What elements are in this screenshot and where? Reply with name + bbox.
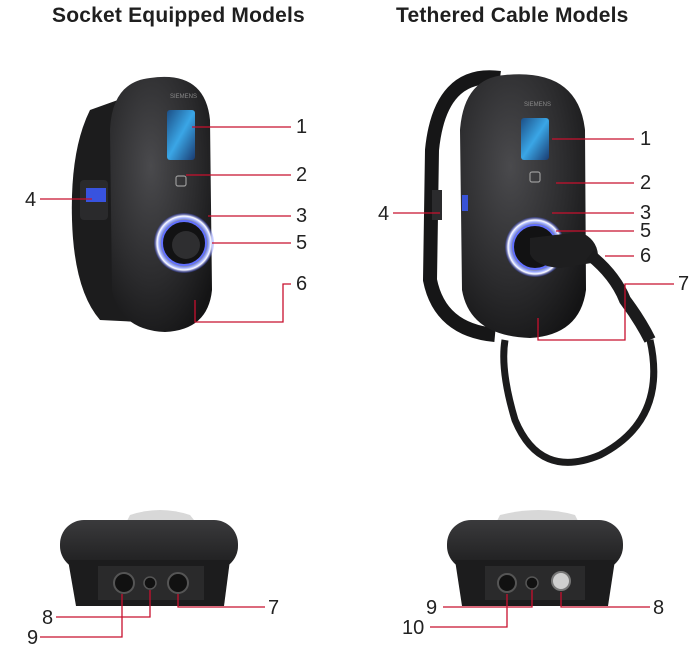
socket-front-leaders: [40, 126, 291, 323]
tethered-charger-bottom: [447, 510, 623, 606]
callout-3: 3: [640, 202, 651, 224]
callout-2: 2: [296, 164, 307, 186]
tethered-front-numbers: 1 2 3 5 4 6 7: [378, 128, 689, 295]
tethered-bottom-numbers: 9 10 8: [402, 597, 664, 639]
callout-4: 4: [25, 189, 36, 211]
callout-2: 2: [640, 172, 651, 194]
brand-logo: SIEMENS: [170, 94, 197, 100]
connector-plug: [530, 232, 599, 268]
side-panel: [432, 190, 442, 220]
callout-5: 5: [296, 232, 307, 254]
callout-7: 7: [268, 597, 279, 619]
cable-entry-center: [525, 576, 539, 590]
socket-models-title: Socket Equipped Models: [52, 4, 305, 27]
rfid-card-icon: [175, 175, 187, 187]
callout-3: 3: [296, 205, 307, 227]
callout-1: 1: [296, 116, 307, 138]
callout-4: 4: [378, 203, 389, 225]
charging-socket: [172, 231, 200, 259]
side-led-icon: [462, 195, 468, 211]
callout-1: 1: [640, 128, 651, 150]
callout-5: 5: [640, 220, 651, 242]
cable-entry-center: [143, 576, 157, 590]
rfid-card-icon: [529, 171, 541, 183]
callout-9: 9: [426, 597, 437, 619]
tethered-models-title: Tethered Cable Models: [396, 4, 629, 27]
tethered-charger-front: SIEMENS: [422, 70, 658, 466]
cable-entry-left: [113, 572, 135, 594]
charging-cable: [500, 339, 658, 466]
display-screen: [167, 110, 195, 160]
callout-8: 8: [42, 607, 53, 629]
display-screen: [521, 118, 549, 160]
callout-8: 8: [653, 597, 664, 619]
socket-charger-front: SIEMENS: [71, 76, 214, 333]
cable-entry-right: [167, 572, 189, 594]
socket-front-numbers: 1 2 3 5 4 6: [25, 116, 307, 295]
brand-logo: SIEMENS: [524, 102, 551, 108]
callout-10: 10: [402, 617, 424, 639]
side-led-icon: [86, 188, 106, 202]
tethered-bottom-leaders: [430, 590, 650, 628]
callout-6: 6: [296, 273, 307, 295]
tethered-front-leaders: [393, 138, 674, 341]
cable-gland: [551, 571, 571, 591]
cable-entry-left: [497, 573, 517, 593]
socket-charger-bottom: [60, 510, 238, 606]
callout-9: 9: [27, 627, 38, 649]
socket-bottom-leaders: [40, 590, 265, 638]
socket-bottom-numbers: 8 9 7: [27, 597, 279, 649]
callout-7: 7: [678, 273, 689, 295]
callout-6: 6: [640, 245, 651, 267]
